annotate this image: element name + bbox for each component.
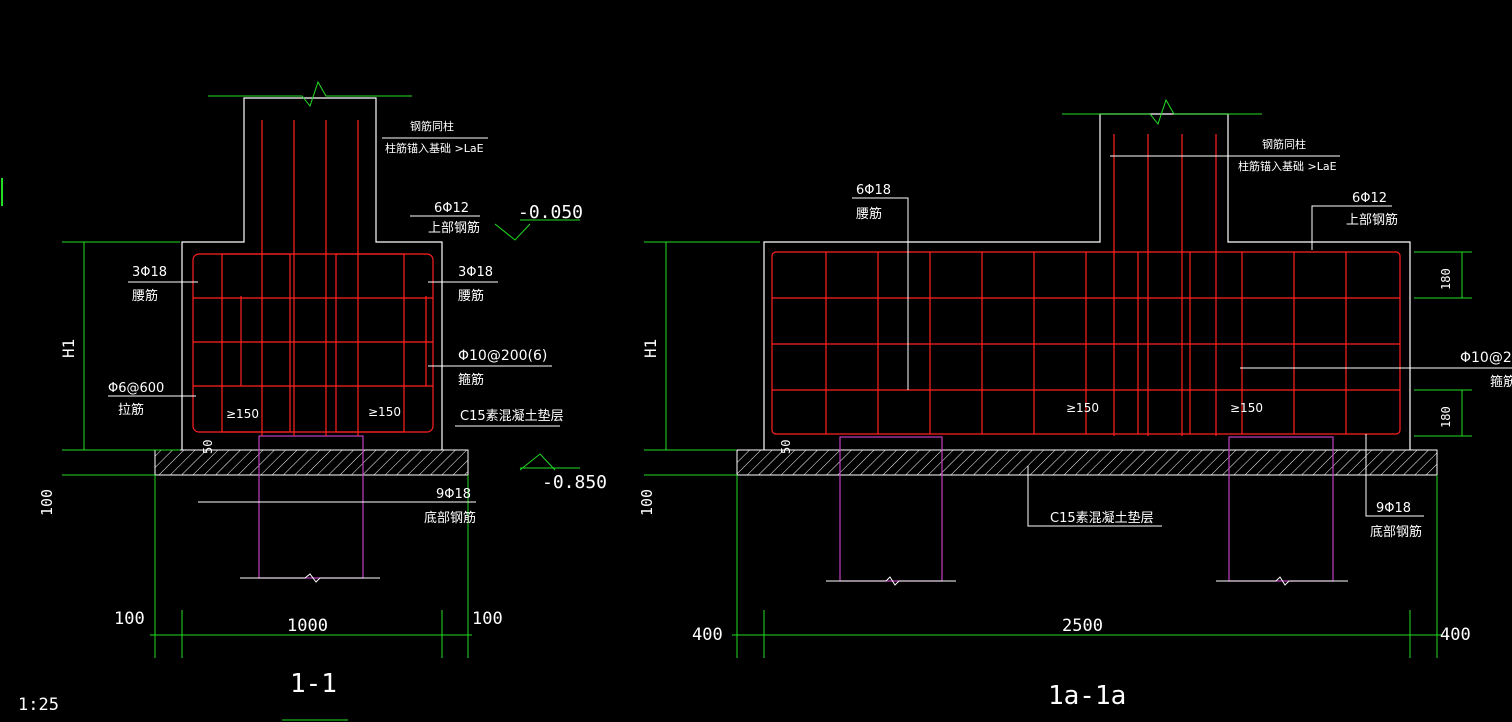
elevation-bottom-label: -0.850 xyxy=(542,472,607,493)
bottom-rebar-count: 9Φ18 xyxy=(436,487,471,502)
top-rebar-label: 上部钢筋 xyxy=(428,220,480,236)
dim-width-1a: 2500 xyxy=(1062,616,1103,636)
top-rebar-count: 6Φ12 xyxy=(434,201,469,216)
rebar-cage xyxy=(192,120,434,436)
rebar-grid-1a xyxy=(771,134,1401,436)
section-title: 1-1 xyxy=(290,669,337,699)
waist-label-1a: 腰筋 xyxy=(856,206,882,222)
tie-label: 拉筋 xyxy=(118,402,144,418)
cushion-dim: 100 xyxy=(38,489,56,516)
column-note-1a-1: 钢筋同柱 xyxy=(1262,137,1306,151)
dim-top-spacing: 180 xyxy=(1439,268,1453,290)
stirrup-spec: Φ10@200(6) xyxy=(458,348,547,364)
waist-right-label: 腰筋 xyxy=(458,288,484,304)
anchor-right-1a: ≥150 xyxy=(1230,401,1263,415)
dimension-lines xyxy=(62,219,580,658)
dim-bottom-spacing: 180 xyxy=(1439,406,1453,428)
foundation-outline xyxy=(181,97,443,450)
cushion-dim-1a: 100 xyxy=(638,489,656,516)
dim-left-1a: 400 xyxy=(692,625,723,645)
scale-label: 1:25 xyxy=(18,695,59,715)
elevation-marker-top xyxy=(494,223,531,241)
cover-dim-1a: 50 xyxy=(779,440,793,454)
elevation-marker-bottom xyxy=(519,453,556,471)
pile-outline xyxy=(258,435,364,579)
column-note-1a-2: 柱筋锚入基础 >LaE xyxy=(1238,159,1337,173)
leader-lines xyxy=(108,137,560,503)
pile-break xyxy=(240,573,380,583)
column-note-1: 钢筋同柱 xyxy=(410,119,454,133)
break-line-1a xyxy=(1062,98,1262,126)
cushion-layer-1a xyxy=(736,449,1438,476)
pile-break-right xyxy=(1216,576,1348,586)
elevation-top-label: -0.050 xyxy=(518,202,583,223)
dim-width: 1000 xyxy=(287,616,328,636)
top-rebar-label-1a: 上部钢筋 xyxy=(1346,212,1398,228)
dim-left: 100 xyxy=(114,609,145,629)
cushion-layer xyxy=(154,449,469,476)
anchor-right-label: ≥150 xyxy=(368,405,401,419)
anchor-left-1a: ≥150 xyxy=(1066,401,1099,415)
leader-lines-1a xyxy=(852,155,1512,527)
section-1a-1a: 钢筋同柱 柱筋锚入基础 >LaE 6Φ18 腰筋 6Φ12 上部钢筋 180 1… xyxy=(638,98,1512,711)
section-1-1: 钢筋同柱 柱筋锚入基础 >LaE 6Φ12 上部钢筋 -0.050 3Φ18 腰… xyxy=(38,80,607,699)
pile-break-left xyxy=(826,576,956,586)
height-label-1a: H1 xyxy=(641,339,660,358)
pile-outline-left xyxy=(839,436,943,582)
stirrup-spec-1a: Φ10@20 xyxy=(1460,350,1512,366)
break-line xyxy=(208,80,412,108)
pile-outline-right xyxy=(1228,436,1334,582)
dim-right: 100 xyxy=(472,609,503,629)
waist-left-label: 腰筋 xyxy=(132,288,158,304)
section-title-1a: 1a-1a xyxy=(1048,681,1126,711)
bottom-rebar-label-1a: 底部钢筋 xyxy=(1370,524,1422,540)
anchor-left-label: ≥150 xyxy=(226,407,259,421)
waist-right-count: 3Φ18 xyxy=(458,265,493,280)
cover-dim: 50 xyxy=(201,440,215,454)
bottom-rebar-count-1a: 9Φ18 xyxy=(1376,501,1411,516)
waist-count-1a: 6Φ18 xyxy=(856,183,891,198)
column-note-2: 柱筋锚入基础 >LaE xyxy=(385,141,484,155)
bottom-rebar-label: 底部钢筋 xyxy=(424,510,476,526)
stirrup-label-1a: 箍筋 xyxy=(1490,374,1512,390)
top-rebar-count-1a: 6Φ12 xyxy=(1352,191,1387,206)
tie-spec: Φ6@600 xyxy=(108,381,164,396)
dim-right-1a: 400 xyxy=(1440,625,1471,645)
dimension-lines-1a xyxy=(644,241,1472,658)
height-label: H1 xyxy=(59,339,78,358)
waist-left-count: 3Φ18 xyxy=(132,265,167,280)
stirrup-label: 箍筋 xyxy=(458,372,484,388)
foundation-outline-1a xyxy=(763,113,1411,450)
cushion-label: C15素混凝土垫层 xyxy=(460,408,564,424)
cushion-label-1a: C15素混凝土垫层 xyxy=(1050,510,1154,526)
